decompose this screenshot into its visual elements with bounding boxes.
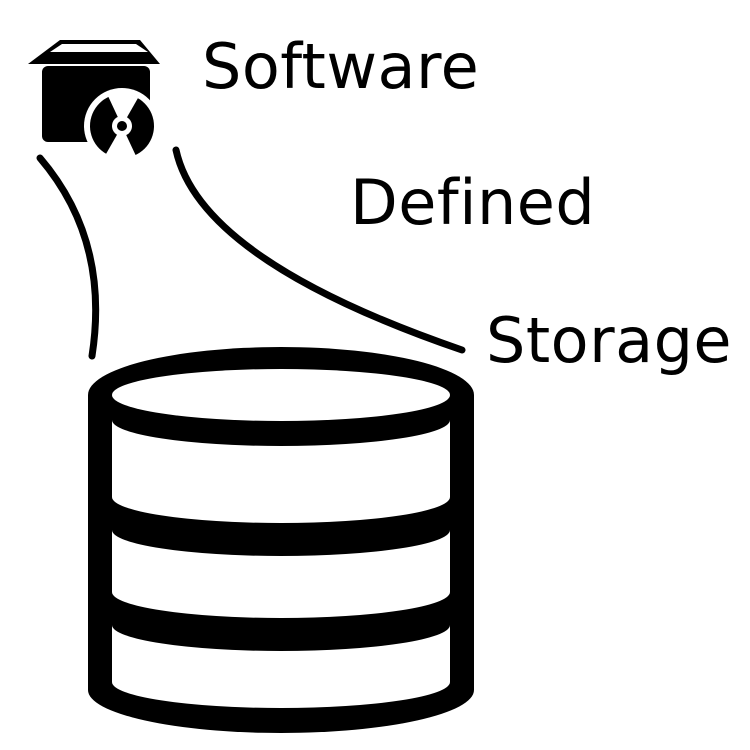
software-package-icon <box>28 40 160 164</box>
label-software: Software <box>202 30 480 103</box>
connector-left <box>36 154 100 360</box>
database-cylinder-icon <box>88 347 474 733</box>
label-defined: Defined <box>350 166 596 239</box>
connector-right <box>172 146 466 354</box>
label-storage: Storage <box>486 304 733 377</box>
